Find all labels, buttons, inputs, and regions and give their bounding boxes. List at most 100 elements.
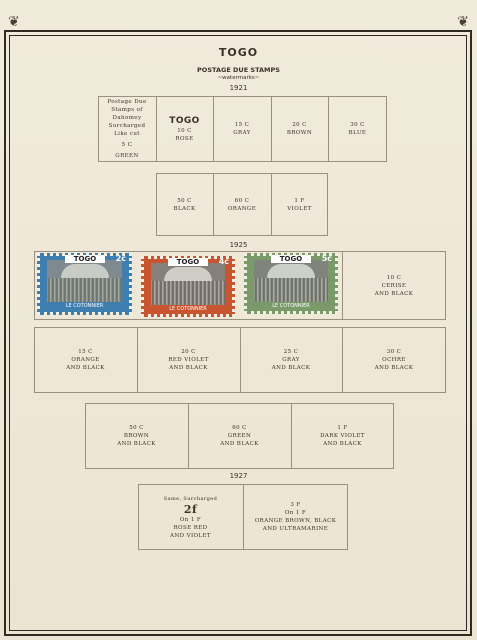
stamp-color: AND VIOLET	[170, 532, 211, 539]
stamp-color: DARK VIOLET	[320, 433, 365, 439]
intro-line: Stamps of	[111, 107, 143, 113]
stamp-caption: LE COTONNIER	[272, 303, 310, 309]
stamp-color: RED VIOLET	[168, 357, 209, 363]
stamp-denomination: 2c	[115, 254, 126, 263]
stamp-color: AND ULTRAMARINE	[262, 526, 329, 532]
stamp-value: 1 F	[337, 425, 348, 431]
stamp-color: AND BLACK	[169, 365, 208, 371]
section-subtitle: POSTAGE DUE STAMPS	[197, 66, 280, 74]
stamp-country-label: TOGO	[271, 255, 311, 263]
divider	[342, 251, 343, 320]
divider	[291, 403, 292, 469]
stamp-color: AND BLACK	[117, 441, 156, 447]
stamp-caption: LE COTONNIER	[65, 303, 104, 309]
country-title: TOGO	[218, 46, 259, 59]
stamp-country-label: TOGO	[65, 255, 105, 263]
row-1921-1	[98, 96, 387, 162]
watermark-note: ~watermarks~	[217, 75, 260, 81]
stamp-landscape	[151, 263, 225, 305]
intro-line: Postage Due	[107, 99, 147, 105]
stamp-value: 60 C	[232, 425, 247, 431]
stamp-color: ROSE RED	[173, 524, 208, 531]
stamp-denomination: 5c	[321, 254, 332, 263]
stamp-color: ORANGE	[71, 357, 100, 363]
divider	[328, 96, 329, 162]
stamp-space-25c-1925: 25 C GRAY AND BLACK	[240, 327, 342, 393]
stamp-caption: LE COTONNIER	[169, 306, 207, 312]
stamp-color: AND BLACK	[66, 365, 105, 371]
intro-line: Surcharged	[108, 123, 146, 129]
stamp-color: ROSE	[175, 135, 194, 142]
stamp-value: 60 C	[234, 197, 250, 204]
year-1925-heading: 1925	[229, 241, 248, 249]
divider	[156, 96, 157, 162]
overprint-label: TOGO	[169, 115, 200, 126]
page-frame-inner	[9, 35, 467, 631]
stamp-space-15c-1925: 15 C ORANGE AND BLACK	[34, 327, 137, 393]
stamp-space-50c-1925: 50 C BROWN AND BLACK	[85, 403, 188, 469]
ornament-right-icon: ❦	[457, 14, 469, 30]
stamp-space-10c: TOGO 10 C ROSE	[156, 96, 213, 162]
surcharge-note: Same, Surcharged	[163, 495, 218, 502]
stamp-color: GREEN	[227, 433, 252, 439]
row-1925-3	[85, 403, 394, 469]
stamp-value: On 1 F	[284, 510, 307, 516]
ornament-left-icon: ❦	[8, 14, 20, 30]
row-1925-1	[34, 251, 446, 320]
stamp-space-15c: 15 C GRAY	[213, 96, 271, 162]
stamp-color: VIOLET	[287, 205, 312, 212]
stamp-value: On 1 F	[179, 516, 202, 523]
page-frame	[4, 30, 472, 636]
stamp-country-label: TOGO	[168, 258, 208, 266]
stamp-color: AND BLACK	[374, 290, 414, 297]
stamp-color: OCHRE	[382, 357, 406, 363]
stamp-color: AND BLACK	[271, 365, 311, 371]
stamp-color: ORANGE	[227, 205, 257, 212]
stamp-space-1f: 1 F VIOLET	[271, 173, 328, 236]
stamp-value: 25 C	[283, 349, 299, 355]
divider	[243, 484, 244, 550]
stamp-2c: TOGO 2c LE COTONNIER	[37, 253, 132, 315]
stamp-space-30c-1925: 30 C OCHRE AND BLACK	[342, 327, 446, 393]
divider	[213, 173, 214, 236]
stamp-5c: TOGO 5c LE COTONNIER	[244, 253, 338, 314]
divider	[271, 96, 272, 162]
stamp-value: 10 C	[386, 274, 402, 281]
intro-line: Like cut	[114, 131, 140, 137]
divider	[240, 327, 241, 393]
stamp-space-20c-1925: 20 C RED VIOLET AND BLACK	[137, 327, 240, 393]
divider	[342, 327, 343, 393]
stamp-color: GRAY	[282, 357, 300, 363]
stamp-denomination: 4c	[218, 257, 229, 266]
stamp-color: AND BLACK	[374, 365, 414, 371]
stamp-space-60c: 60 C ORANGE	[213, 173, 271, 236]
stamp-space-30c: 30 C BLUE	[328, 96, 387, 162]
stamp-color: BLACK	[173, 205, 196, 212]
stamp-color: BLUE	[348, 130, 367, 136]
divider	[137, 327, 138, 393]
stamp-landscape	[254, 260, 328, 302]
stamp-color: CERISE	[381, 282, 407, 289]
stamp-space-10c-1925: 10 C CERISE AND BLACK	[342, 251, 446, 320]
intro-line: Dahomey	[112, 115, 142, 121]
stamp-value: 15 C	[78, 349, 93, 355]
stamp-color: AND BLACK	[323, 441, 362, 447]
stamp-space-2f-on-1f: Same, Surcharged 2f On 1 F ROSE RED AND …	[138, 484, 243, 550]
stamp-color: AND BLACK	[220, 441, 259, 447]
stamp-value: 3 F	[290, 502, 301, 508]
stamp-space-50c: 50 C BLACK	[156, 173, 213, 236]
stamp-space-1f-1925: 1 F DARK VIOLET AND BLACK	[291, 403, 394, 469]
stamp-space-20c: 20 C BROWN	[271, 96, 328, 162]
divider	[188, 403, 189, 469]
stamp-value: 30 C	[386, 349, 402, 355]
stamp-landscape	[47, 260, 122, 302]
intro-value: 5 C	[121, 142, 133, 148]
stamp-value: 50 C	[129, 425, 144, 431]
divider	[271, 173, 272, 236]
stamp-value: 20 C	[181, 349, 196, 355]
stamp-value: 15 C	[234, 122, 250, 128]
stamp-value: 1 F	[294, 197, 305, 204]
divider	[213, 96, 214, 162]
stamp-color: BROWN	[286, 130, 313, 136]
surcharge-label: 2f	[183, 502, 198, 516]
